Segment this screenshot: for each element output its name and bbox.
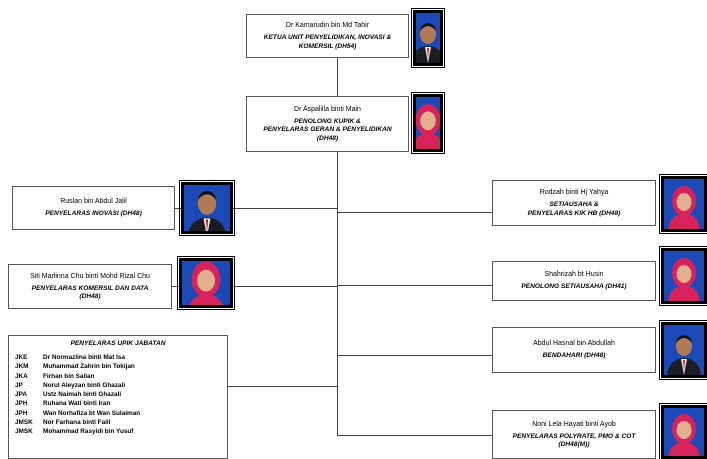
node-name: Abdul Hasnal bin Abdullah — [533, 340, 615, 348]
role-line: PENYELARAS GERAN & PENYELIDIKAN — [263, 126, 392, 134]
upik-row-name: Norul Aleyzan binti Ghazali — [43, 381, 126, 389]
upik-row-code: JPH — [15, 409, 28, 417]
upik-row-name: Wan Norhafiza bt Wan Sulaiman — [43, 409, 141, 417]
upik-row: JKA Firhan bin Salian — [9, 372, 227, 381]
upik-row-code: JKM — [15, 363, 29, 371]
upik-coordinator-list: PENYELARAS UPIK JABATAN JKE Dr Normazlina… — [8, 335, 228, 459]
upik-row: JPH Ruhana Wati binti Iran — [9, 399, 227, 408]
upik-row-code: JPH — [15, 400, 28, 408]
role-line: PENOLONG KUPIK & — [294, 117, 361, 125]
node-ruslan: Ruslan bin Abdul Jalil PENYELARAS INOVAS… — [12, 186, 175, 230]
node-name: Rodzah binti Hj Yahya — [539, 189, 609, 196]
node-role: KETUA UNIT PENYELIDIKAN, INOVASI & KOMER… — [264, 34, 392, 51]
connector-rodzah — [338, 212, 492, 213]
connector-abdul — [338, 355, 492, 356]
upik-row: JP Norul Aleyzan binti Ghazali — [9, 381, 227, 390]
upik-row: JKM Muhammad Zahrin bin Tokijan — [9, 362, 227, 371]
node-name: Dr Kamarudin bin Md Tahir — [285, 22, 370, 29]
node-name: Ruslan bin Abdul Jalil — [60, 198, 127, 206]
node-shahrizah: Shahrizah bt Husin PENOLONG SETIAUSAHA (… — [492, 261, 656, 301]
portrait-figure — [664, 179, 704, 229]
portrait-photo-siti — [177, 256, 235, 310]
upik-row: JMSK Nor Farhana binti Falil — [9, 418, 227, 427]
role-line: (DH48(M)) — [558, 441, 590, 448]
upik-row-code: JKA — [15, 372, 28, 380]
node-siti: Siti Marlinna Chu binti Mohd Rizal Chu P… — [8, 264, 172, 309]
upik-row-code: JPA — [15, 391, 27, 399]
node-role: BENDAHARI (DH48) — [542, 352, 606, 360]
portrait-photo-noni — [659, 403, 707, 459]
upik-row-code: JP — [15, 381, 23, 389]
upik-row-name: Firhan bin Salian — [43, 372, 95, 380]
connector-trunk — [337, 58, 338, 436]
connector-siti — [172, 286, 337, 287]
portrait-figure — [416, 97, 440, 149]
node-penolong: Dr Aspalilla binti Main PENOLONG KUPIK &… — [246, 96, 409, 152]
upik-row-name: Ruhana Wati binti Iran — [43, 400, 111, 408]
upik-row-name: Muhammad Zahrin bin Tokijan — [43, 363, 135, 371]
upik-row: JKE Dr Normazlina binti Mat Isa — [9, 353, 227, 362]
upik-row: JPA Ustz Naimah binti Ghazali — [9, 390, 227, 399]
upik-row-code: JMSK — [15, 419, 33, 427]
portrait-photo-shahrizah — [659, 246, 707, 306]
portrait-photo-ruslan — [179, 180, 235, 236]
upik-row-code: JKE — [15, 354, 28, 361]
upik-row: JPH Wan Norhafiza bt Wan Sulaiman — [9, 409, 227, 418]
node-role: PENYELARAS POLYRATE, PMO & COT (DH48(M)) — [513, 433, 636, 450]
upik-row: JMSK Mohammad Rasyidi bin Yusuf — [9, 427, 227, 436]
node-name: Noni Lela Hayati binti Ayob — [532, 420, 616, 428]
upik-row-name: Dr Normazlina binti Mat Isa — [43, 354, 126, 361]
portrait-photo-abdul — [659, 320, 707, 380]
upik-row-name: Mohammad Rasyidi bin Yusuf — [43, 428, 134, 436]
portrait-figure — [416, 13, 440, 63]
portrait-figure — [182, 261, 230, 305]
portrait-figure — [184, 185, 230, 231]
node-name: Siti Marlinna Chu binti Mohd Rizal Chu — [30, 272, 150, 280]
role-line: SETIAUSAHA & — [549, 201, 599, 208]
node-ketua: Dr Kamarudin bin Md Tahir KETUA UNIT PEN… — [246, 14, 409, 58]
role-line: KETUA UNIT PENYELIDIKAN, INOVASI & — [263, 34, 392, 41]
node-name: Shahrizah bt Husin — [544, 271, 604, 279]
node-role: PENYELARAS KOMERSIL DAN DATA (DH48) — [32, 285, 149, 302]
connector-noni — [338, 435, 492, 436]
node-role: PENOLONG SETIAUSAHA (DH41) — [521, 283, 627, 291]
node-role: SETIAUSAHA & PENYELARAS KIK HB (DH48) — [528, 201, 621, 218]
node-name: Dr Aspalilla binti Main — [294, 105, 361, 113]
role-line: PENYELARAS KOMERSIL DAN DATA — [31, 284, 149, 292]
upik-row-name: Nor Farhana binti Falil — [43, 419, 111, 427]
connector-upik — [228, 386, 337, 387]
role-line: PENYELARAS POLYRATE, PMO & COT — [512, 432, 636, 440]
connector-ruslan — [175, 208, 337, 209]
portrait-figure — [664, 325, 704, 375]
portrait-photo-ketua — [411, 8, 445, 68]
role-line: PENYELARAS KIK HB (DH48) — [527, 209, 621, 217]
portrait-figure — [664, 408, 704, 456]
connector-shahrizah — [338, 285, 492, 286]
upik-title: PENYELARAS UPIK JABATAN — [70, 340, 166, 347]
role-line: (DH48) — [316, 134, 339, 142]
portrait-figure — [664, 251, 704, 301]
role-line: KOMERSIL (DH54) — [298, 42, 357, 50]
node-abdul: Abdul Hasnal bin Abdullah BENDAHARI (DH4… — [492, 327, 656, 373]
role-line: (DH48) — [79, 293, 101, 300]
node-role: PENYELARAS INOVASI (DH48) — [45, 210, 142, 218]
upik-row-name: Ustz Naimah binti Ghazali — [43, 391, 122, 399]
portrait-photo-rodzah — [659, 174, 707, 234]
node-role: PENOLONG KUPIK & PENYELARAS GERAN & PENY… — [263, 118, 391, 144]
upik-row-code: JMSK — [15, 428, 33, 436]
node-noni: Noni Lela Hayati binti Ayob PENYELARAS P… — [492, 410, 656, 459]
portrait-photo-penolong — [411, 92, 445, 154]
node-rodzah: Rodzah binti Hj Yahya SETIAUSAHA & PENYE… — [492, 180, 656, 226]
